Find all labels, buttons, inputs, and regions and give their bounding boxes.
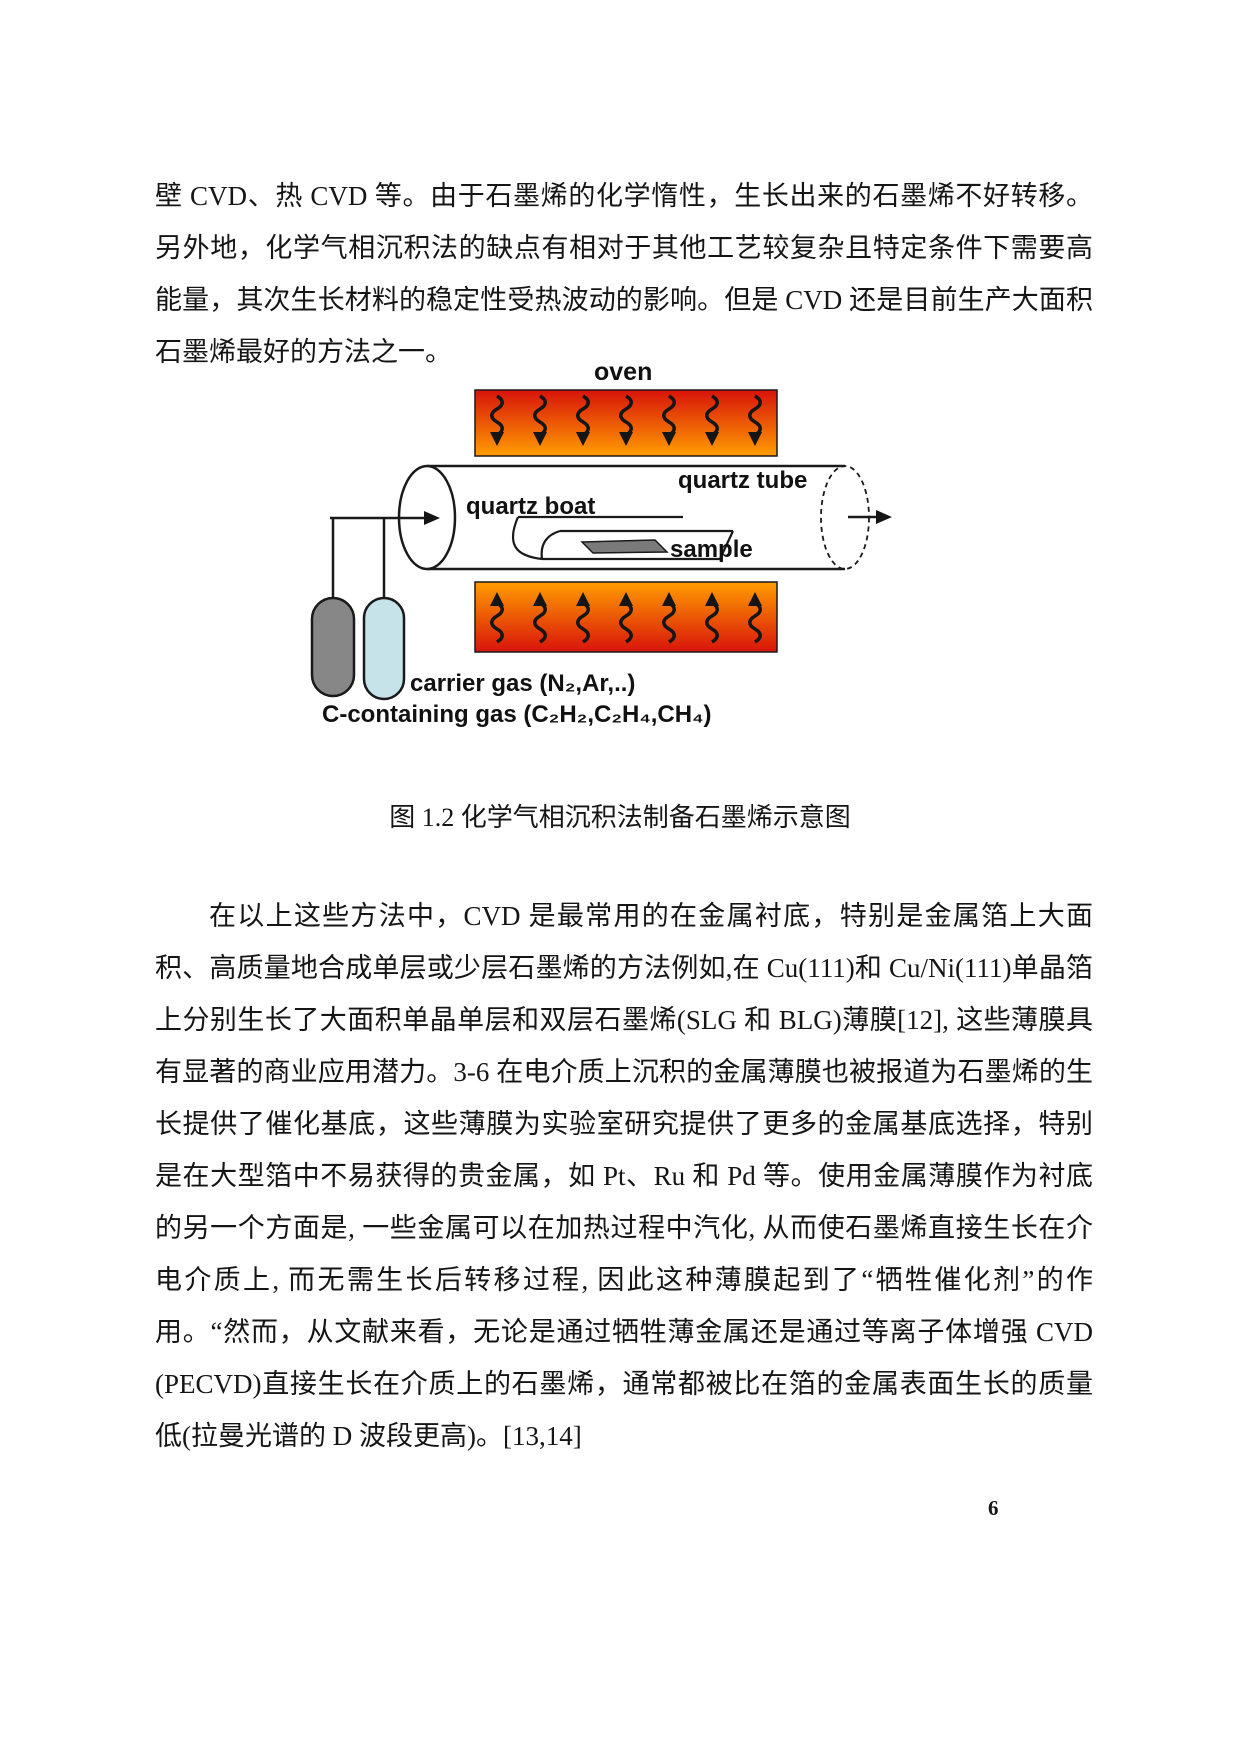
sample-label: sample: [670, 536, 753, 563]
carrier-gas-cylinder: [310, 596, 356, 698]
oven-heater-top: [474, 389, 778, 457]
sample-shape: [580, 539, 669, 554]
gas-outlet-arrow-icon: [848, 510, 892, 524]
quartz-boat-shape: [512, 515, 734, 561]
quartz-boat-label: quartz boat: [466, 493, 596, 520]
cvd-diagram: oven quartz tube quartz boat sample carr…: [0, 355, 1240, 747]
c-containing-gas-label: C-containing gas (C₂H₂,C₂H₄,CH₄): [322, 701, 712, 728]
page-number: 6: [988, 1496, 999, 1520]
c-containing-gas-cylinder: [362, 596, 406, 701]
paragraph-1: 壁 CVD、热 CVD 等。由于石墨烯的化学惰性，生长出来的石墨烯不好转移。另外…: [155, 181, 1093, 367]
cvd-diagram-drawing: [310, 389, 892, 701]
carrier-gas-label: carrier gas (N₂,Ar,..): [410, 670, 636, 697]
figure-caption: 图 1.2 化学气相沉积法制备石墨烯示意图: [389, 803, 851, 832]
oven-heater-bottom: [474, 581, 778, 653]
quartz-tube-label: quartz tube: [678, 467, 808, 494]
oven-label: oven: [594, 358, 653, 386]
gas-inlet-arrow-icon: [424, 511, 440, 525]
gas-piping: [330, 516, 424, 600]
paragraph-2: 在以上这些方法中，CVD 是最常用的在金属衬底，特别是金属箔上大面积、高质量地合…: [155, 901, 1093, 1451]
